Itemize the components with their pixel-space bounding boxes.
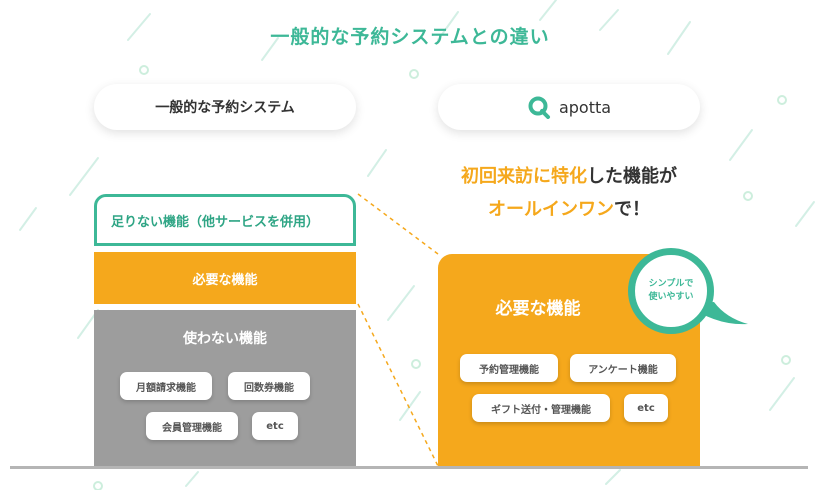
feature-chip-coupon-ticket: 回数券機能 [228,372,310,400]
headline-highlight-1: 初回来訪に特化 [461,166,587,187]
needed-features-block-left: 必要な機能 [94,252,356,304]
apotta-headline: 初回来訪に特化した機能が オールインワンで！ [438,160,700,226]
needed-features-label-right: 必要な機能 [495,299,581,319]
apotta-logo-text: apotta [558,97,612,117]
headline-line-2: オールインワンで！ [438,193,700,226]
general-system-header: 一般的な予約システム [94,84,356,130]
feature-chip-reservation-management: 予約管理機能 [460,354,558,382]
apotta-logo: apotta [527,95,611,119]
bubble-line-1: シンプルで [648,279,694,289]
apotta-logo-icon [528,96,550,119]
unused-features-block: 使わない機能 月額請求機能 回数券機能 会員管理機能 etc [94,310,356,468]
feature-chip-etc: etc [252,412,298,440]
missing-features-block: 足りない機能（他サービスを併用） [94,194,356,246]
page-title: 一般的な予約システムとの違い [270,26,550,48]
unused-features-label: 使わない機能 [183,331,267,347]
feature-chip-member-management: 会員管理機能 [146,412,238,440]
headline-line-1: 初回来訪に特化した機能が [438,160,700,193]
ground-line [10,466,808,469]
feature-chip-survey: アンケート機能 [570,354,676,382]
feature-chip-monthly-billing: 月額請求機能 [120,372,212,400]
bubble-line-2: 使いやすい [648,292,694,302]
feature-chip-gift-management: ギフト送付・管理機能 [472,394,610,422]
apotta-header: apotta [438,84,700,130]
simple-easy-bubble: シンプルで 使いやすい [628,248,714,334]
headline-rest-1: した機能が [587,166,677,187]
headline-rest-2: で！ [614,199,650,220]
headline-highlight-2: オールインワン [488,199,614,220]
feature-chip-etc-right: etc [624,394,668,422]
